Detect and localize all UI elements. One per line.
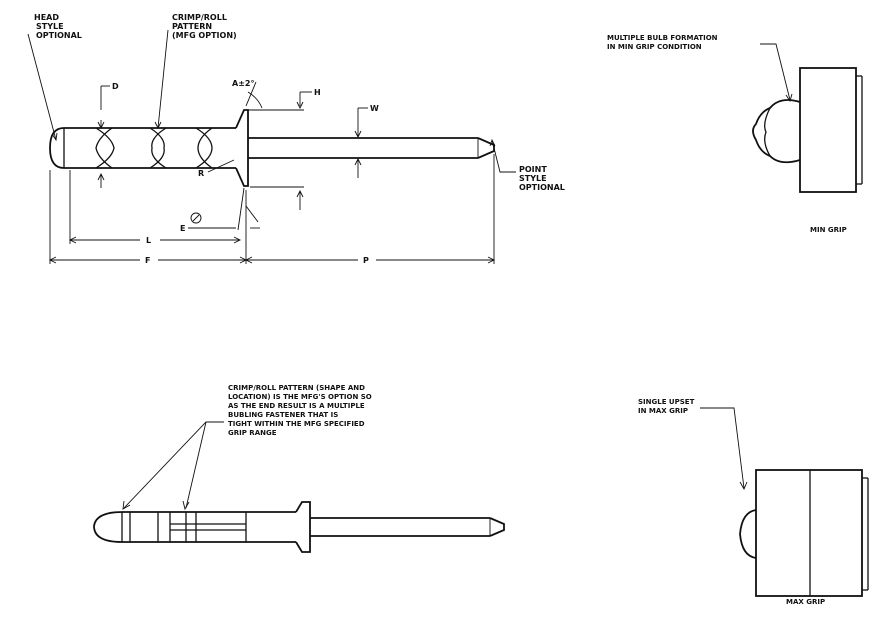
top-rivet-flange bbox=[235, 109, 249, 187]
point-style-line-2: STYLE bbox=[519, 174, 547, 183]
crimp-bottom-line-3: AS THE END RESULT IS A MULTIPLE bbox=[228, 402, 365, 410]
dim-h-label: H bbox=[314, 88, 321, 97]
single-upset-line-2: IN MAX GRIP bbox=[638, 407, 688, 415]
dim-p-label: P bbox=[363, 256, 369, 265]
dim-w-label: W bbox=[370, 104, 379, 113]
crimp-bottom-line-6: GRIP RANGE bbox=[228, 429, 277, 437]
crimp-bottom-line-5: TIGHT WITHIN THE MFG SPECIFIED bbox=[228, 420, 365, 428]
dim-f-label: F bbox=[145, 256, 150, 265]
bottom-annotations: CRIMP/ROLL PATTERN (SHAPE AND LOCATION) … bbox=[122, 384, 372, 511]
dim-r-label: R bbox=[198, 169, 204, 178]
crimp-top-line-2: PATTERN bbox=[172, 22, 212, 31]
crimp-bottom-line-2: LOCATION) IS THE MFG'S OPTION SO bbox=[228, 393, 372, 401]
angle-label: A±2° bbox=[232, 79, 254, 88]
dim-d-label: D bbox=[112, 82, 119, 91]
top-rivet-head bbox=[49, 127, 65, 169]
dim-l-label: L bbox=[146, 236, 151, 245]
bottom-rivet bbox=[93, 501, 505, 553]
point-style-line-1: POINT bbox=[519, 165, 547, 174]
top-annotations: HEAD STYLE OPTIONAL CRIMP/ROLL PATTERN (… bbox=[27, 13, 565, 192]
crimp-bottom-line-4: BUBLING FASTENER THAT IS bbox=[228, 411, 338, 419]
multiple-bulb-line-2: IN MIN GRIP CONDITION bbox=[607, 43, 702, 51]
point-style-line-3: OPTIONAL bbox=[519, 183, 565, 192]
head-style-line-2: STYLE bbox=[36, 22, 64, 31]
crimp-top-line-3: (MFG OPTION) bbox=[172, 31, 237, 40]
multiple-bulb-line-1: MULTIPLE BULB FORMATION bbox=[607, 34, 718, 42]
head-style-line-3: OPTIONAL bbox=[36, 31, 82, 40]
min-grip-label: MIN GRIP bbox=[810, 226, 847, 234]
top-rivet bbox=[49, 109, 495, 187]
max-grip-label: MAX GRIP bbox=[786, 598, 825, 606]
crimp-top-line-1: CRIMP/ROLL bbox=[172, 13, 227, 22]
max-grip-figure: SINGLE UPSET IN MAX GRIP MAX GRIP bbox=[638, 398, 869, 606]
crimp-bottom-line-1: CRIMP/ROLL PATTERN (SHAPE AND bbox=[228, 384, 365, 392]
single-upset-line-1: SINGLE UPSET bbox=[638, 398, 695, 406]
top-dimensions: D H W R E L bbox=[48, 82, 496, 265]
min-grip-figure: MULTIPLE BULB FORMATION IN MIN GRIP COND… bbox=[607, 34, 863, 234]
head-style-line-1: HEAD bbox=[34, 13, 59, 22]
dim-e-label: E bbox=[180, 224, 185, 233]
